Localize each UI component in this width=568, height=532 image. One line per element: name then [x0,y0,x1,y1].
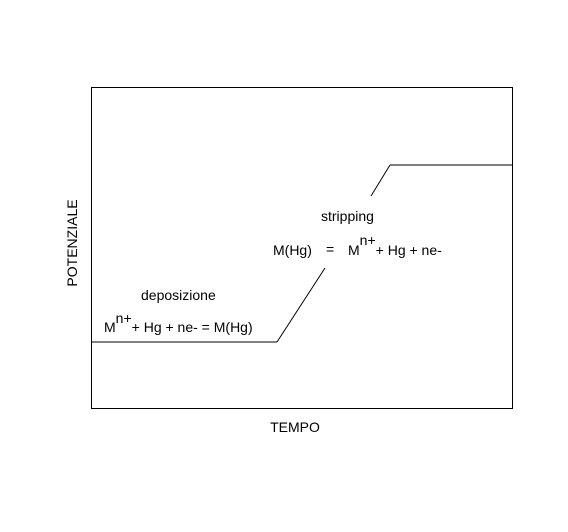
deposition-title: deposizione [141,287,216,303]
deposition-charge: n+ [116,310,132,326]
stripping-equals: = [326,241,334,257]
stripping-right-term: Mn++ Hg + ne- [348,232,442,258]
stripping-left-term: M(Hg) [273,242,312,258]
y-axis-label: POTENZIALE [64,199,80,286]
deposition-equation: Mn++ Hg + ne- = M(Hg) [104,310,253,335]
potential-ramp-upper [370,164,391,197]
deposition-metal: M [104,319,116,335]
plot-frame [91,87,513,409]
stripping-title: stripping [321,208,374,224]
stripping-metal: M [348,242,360,258]
stripping-equation-rest: + Hg + ne- [376,242,442,258]
deposition-equation-rest: + Hg + ne- = M(Hg) [132,319,253,335]
x-axis-label: TEMPO [270,419,320,435]
potential-ramp-lower [276,267,326,343]
stripping-charge: n+ [360,232,376,248]
